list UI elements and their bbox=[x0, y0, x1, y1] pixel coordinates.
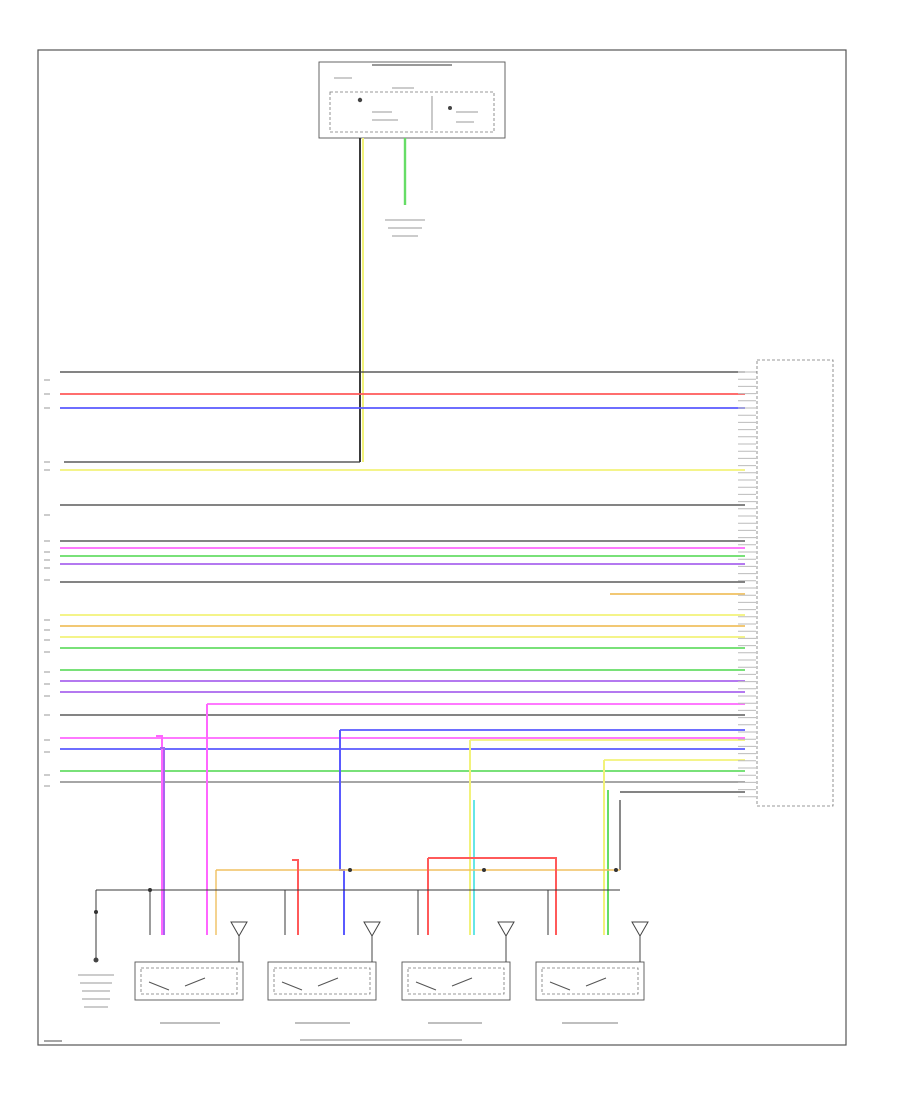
harness-wires bbox=[60, 371, 745, 793]
connector-pins bbox=[738, 371, 756, 798]
sensor-1 bbox=[134, 921, 248, 1001]
ground-symbol bbox=[78, 957, 114, 1008]
sensor-3 bbox=[401, 921, 515, 1001]
left-pins bbox=[44, 379, 50, 787]
caption-marks bbox=[44, 1022, 618, 1042]
instrument-cluster bbox=[318, 61, 506, 139]
sensor-4 bbox=[535, 921, 649, 1001]
sensor-2 bbox=[267, 921, 381, 1001]
sensor-bus bbox=[94, 857, 620, 960]
cluster-ground-wire bbox=[385, 138, 425, 237]
cluster-signal-wire bbox=[64, 138, 364, 463]
control-module bbox=[745, 359, 834, 807]
sensor-assemblies bbox=[134, 921, 649, 1001]
diagram-frame bbox=[37, 49, 847, 1046]
